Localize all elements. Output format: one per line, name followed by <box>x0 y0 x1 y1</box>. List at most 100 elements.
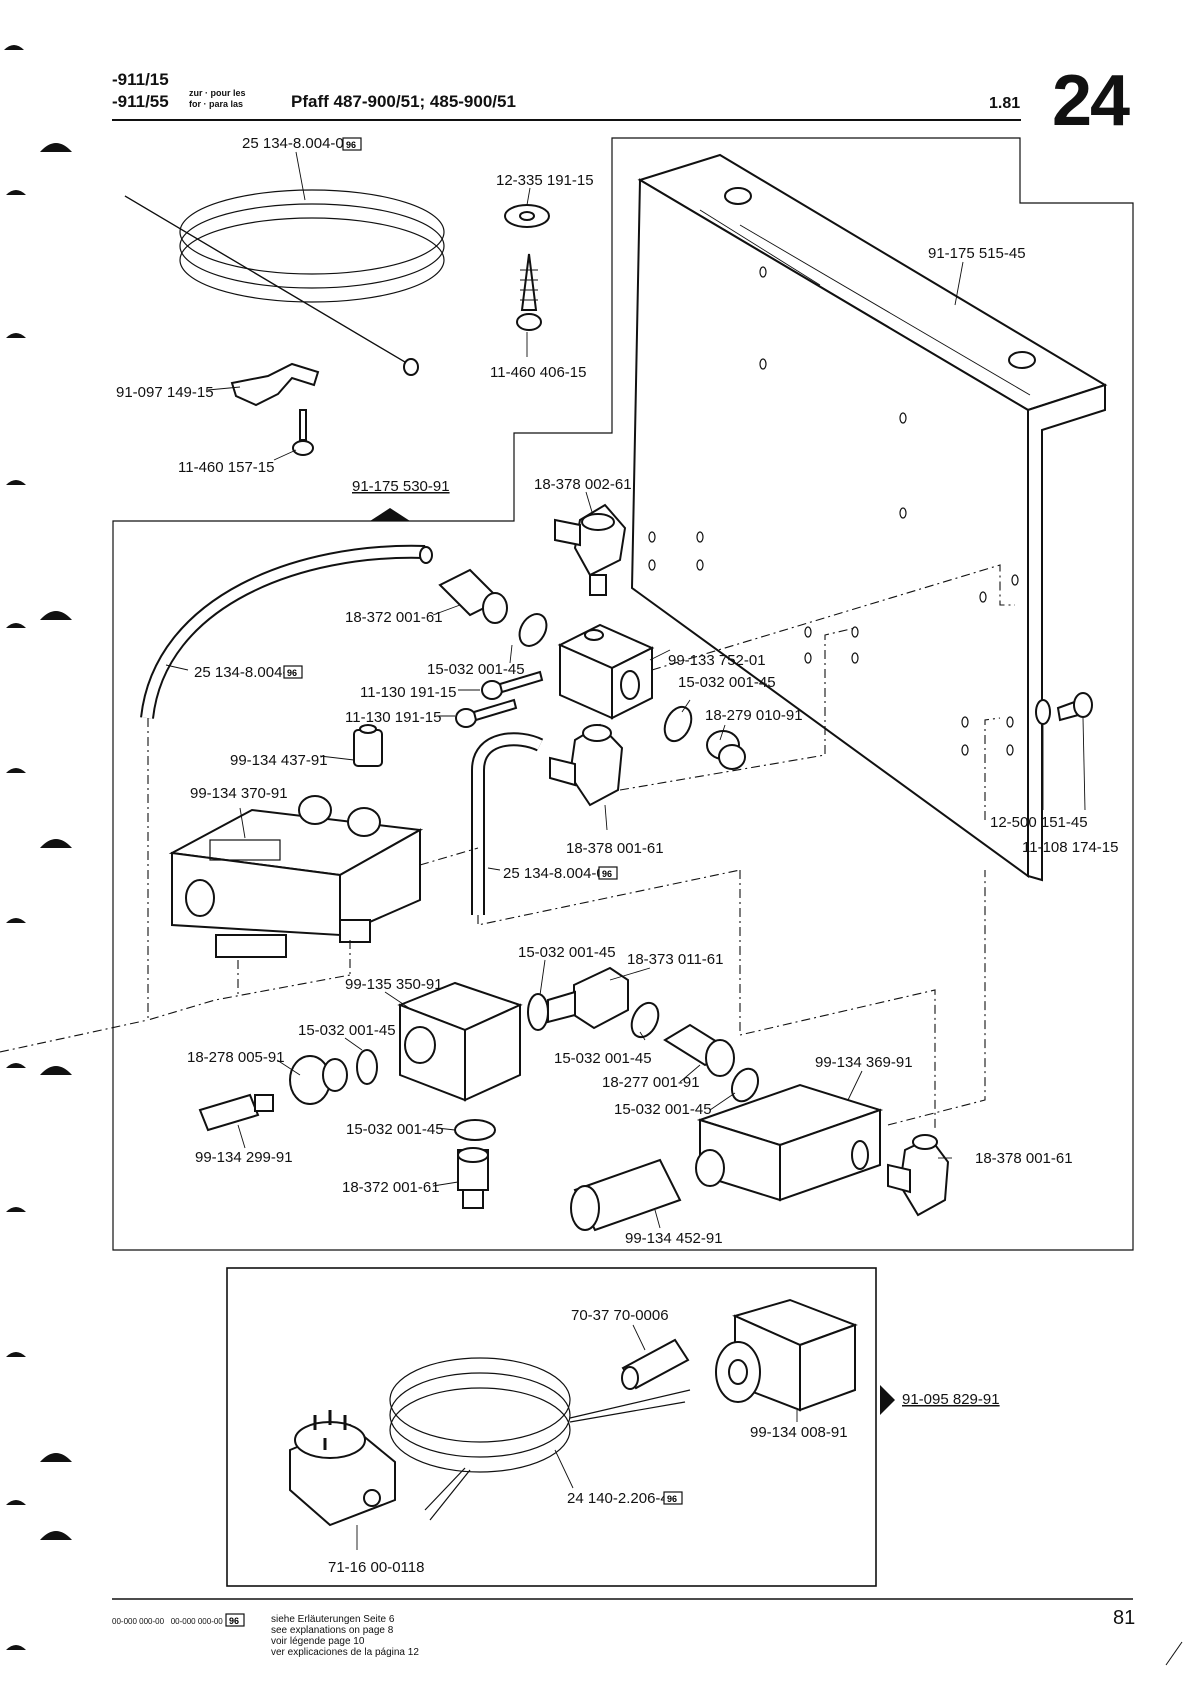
label-18-277: 18-277 001-91 <box>602 1074 700 1091</box>
plug-18-279 <box>706 730 746 770</box>
o-ring-5 <box>730 1067 760 1103</box>
section-number: 1.81 <box>989 95 1021 112</box>
o-ring-4 <box>630 1001 660 1039</box>
label-91-095: 91-095 829-91 <box>902 1391 1000 1408</box>
hose-arc <box>140 544 433 719</box>
label-99-133: 99-133 752-01 <box>668 652 766 669</box>
label-99-134-452: 99-134 452-91 <box>625 1230 723 1247</box>
screw-11-130-b <box>455 698 518 728</box>
label-15-032-f: 15-032 001-45 <box>614 1101 712 1118</box>
cable-subassembly-box <box>226 1267 877 1587</box>
elbow-fitting-18-378-001-b <box>887 1134 950 1217</box>
corner-mark <box>1165 1641 1183 1666</box>
silencer-99-134-452 <box>570 1158 682 1232</box>
page-number: 81 <box>1113 1607 1136 1629</box>
label-24-140: 24 140-2.206-4 <box>567 1490 669 1507</box>
footer-line-4: ver explicaciones de la página 12 <box>271 1647 419 1658</box>
label-25-134-low: 25 134-8.004-0 <box>503 865 605 882</box>
assembly-lines <box>0 564 1015 1130</box>
screw-11-108 <box>1056 692 1093 722</box>
silencer-99-134-299 <box>198 1093 274 1132</box>
label-25-134-mid: 25 134-8.004-0 <box>194 664 296 681</box>
label-11-108: 11-108 174-15 <box>1022 839 1118 856</box>
label-15-032-c: 15-032 001-45 <box>518 944 616 961</box>
model-code-1: -911/15 <box>112 70 169 89</box>
screw-11-130-a <box>481 670 544 700</box>
label-99-134-299: 99-134 299-91 <box>195 1149 293 1166</box>
pointer-triangle <box>370 508 410 521</box>
plug-18-278 <box>289 1055 348 1105</box>
label-11-460-406: 11-460 406-15 <box>490 364 586 381</box>
hose-coil-top <box>124 189 445 376</box>
assembly-frame <box>112 137 1134 1251</box>
silencer-99-134-437 <box>353 724 383 767</box>
fitting-18-372-top <box>438 568 508 624</box>
label-18-378-001-a: 18-378 001-61 <box>566 840 664 857</box>
badge-4: 96 <box>667 1494 677 1504</box>
label-11-130-a: 11-130 191-15 <box>360 684 456 701</box>
elbow-fitting-18-378-001-a <box>549 723 624 807</box>
label-12-500: 12-500 151-45 <box>990 814 1088 831</box>
label-15-032-e: 15-032 001-45 <box>554 1050 652 1067</box>
wood-screw <box>516 253 542 331</box>
label-15-032-g: 15-032 001-45 <box>346 1121 444 1138</box>
label-18-278: 18-278 005-91 <box>187 1049 285 1066</box>
prep-1: zur · pour les <box>189 88 246 98</box>
page-group-number: 24 <box>1052 61 1130 141</box>
label-70-37: 70-37 70-0006 <box>571 1307 669 1324</box>
o-ring-7 <box>454 1119 496 1141</box>
elbow-fitting-18-378-002 <box>554 503 627 596</box>
binding-marks <box>4 45 72 1650</box>
o-ring-2 <box>663 705 693 743</box>
label-18-279: 18-279 010-91 <box>705 707 803 724</box>
label-12-335: 12-335 191-15 <box>496 172 594 189</box>
footer-line-2: see explanations on page 8 <box>271 1625 394 1636</box>
badge-1: 96 <box>346 140 356 150</box>
label-71-16: 71-16 00-0118 <box>328 1559 424 1576</box>
mounting-bracket <box>630 153 1108 882</box>
footer-line-1: siehe Erläuterungen Seite 6 <box>271 1614 395 1625</box>
prep-2: for · para las <box>189 99 244 109</box>
label-18-378-002: 18-378 002-61 <box>534 476 632 493</box>
o-ring-6 <box>356 1049 378 1085</box>
label-25-134-top: 25 134-8.004-0 <box>242 135 344 152</box>
label-11-130-b: 11-130 191-15 <box>345 709 441 726</box>
badges: 96 96 96 96 96 <box>225 137 683 1627</box>
washer-12-500 <box>1035 699 1051 725</box>
fitting-18-373 <box>547 966 629 1030</box>
flow-body-99-135 <box>397 981 523 1102</box>
label-91-175-515: 91-175 515-45 <box>928 245 1026 262</box>
footer-line-3: voir légende page 10 <box>271 1636 365 1647</box>
label-18-372-bottom: 18-372 001-61 <box>342 1179 440 1196</box>
label-91-097: 91-097 149-15 <box>116 384 214 401</box>
label-15-032-d: 15-032 001-45 <box>298 1022 396 1039</box>
label-99-134-369: 99-134 369-91 <box>815 1054 913 1071</box>
model-code-2: -911/55 <box>112 92 169 111</box>
page-title: Pfaff 487-900/51; 485-900/51 <box>291 92 516 111</box>
label-99-134-008: 99-134 008-91 <box>750 1424 848 1441</box>
label-11-460-157: 11-460 157-15 <box>178 459 274 476</box>
sleeve-70-37 <box>621 1338 690 1390</box>
label-15-032-b: 15-032 001-45 <box>678 674 776 691</box>
label-15-032-a: 15-032 001-45 <box>427 661 525 678</box>
manifold-block <box>557 623 655 720</box>
hose-loop-mid <box>471 732 544 915</box>
cable-coil-bottom <box>389 1357 691 1521</box>
label-18-372-top: 18-372 001-61 <box>345 609 443 626</box>
label-91-175-530: 91-175 530-91 <box>352 478 450 495</box>
leader-lines <box>165 151 1086 1550</box>
badge-3: 96 <box>602 869 612 879</box>
badge-footer: 96 <box>229 1616 239 1626</box>
fitting-18-277 <box>663 1023 735 1077</box>
screw-small <box>292 409 314 456</box>
label-18-378-001-b: 18-378 001-61 <box>975 1150 1073 1167</box>
solenoid-valve-left <box>168 795 424 958</box>
part-labels: 25 134-8.004-0 12-335 191-15 91-175 515-… <box>116 135 1118 1576</box>
label-99-134-370: 99-134 370-91 <box>190 785 288 802</box>
fitting-18-372-bottom <box>457 1147 489 1209</box>
hose-clip <box>230 362 320 407</box>
footer-codes: 00-000 000-00 00-000 000-00 <box>112 1617 223 1626</box>
label-18-373: 18-373 011-61 <box>627 951 723 968</box>
badge-2: 96 <box>287 668 297 678</box>
